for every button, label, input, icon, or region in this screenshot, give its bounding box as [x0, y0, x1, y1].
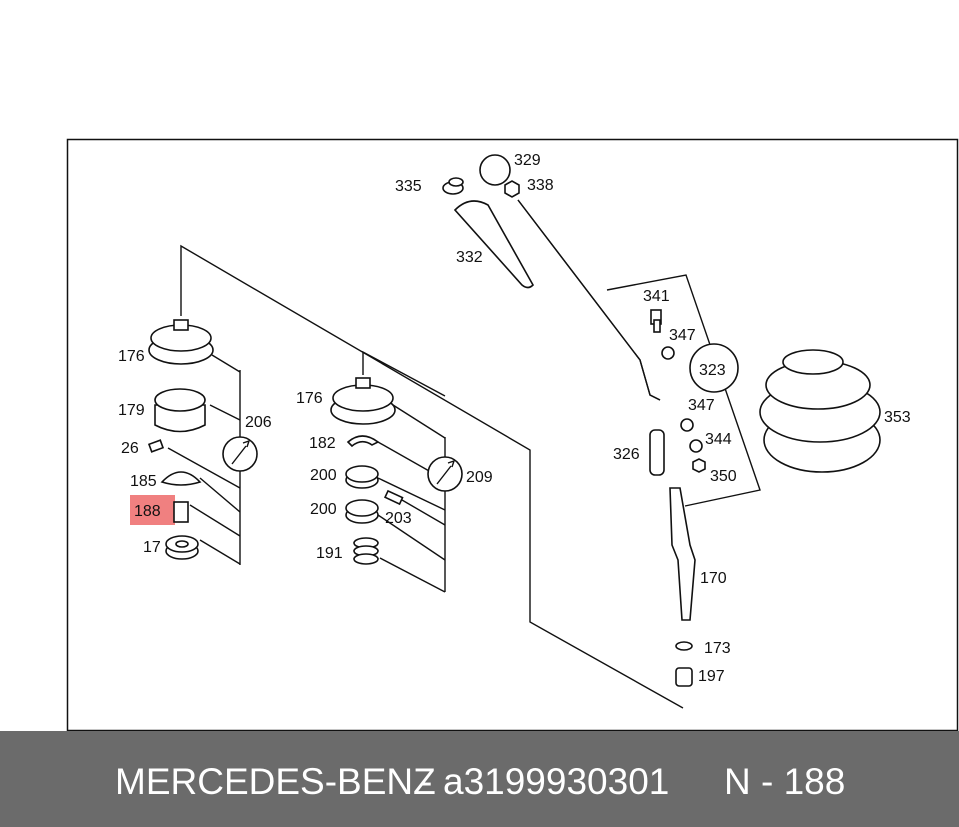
- highlight-box: [130, 495, 175, 525]
- part-info-footer: MERCEDES-BENZ - a3199930301 N - 188: [0, 731, 959, 827]
- ring-200b: [345, 499, 379, 524]
- callout-176: 176: [118, 348, 145, 365]
- bushing-323: [689, 343, 739, 393]
- callout-332: 332: [456, 249, 483, 266]
- clip-182: [346, 435, 380, 448]
- callout-173: 173: [704, 640, 731, 657]
- callout-353: 353: [884, 409, 911, 426]
- callout-350: 350: [710, 468, 737, 485]
- callout-200: 200: [310, 501, 337, 518]
- separator: -: [420, 761, 433, 802]
- bushing-197: [675, 667, 693, 687]
- callout-203: 203: [385, 510, 412, 527]
- callout-347: 347: [669, 327, 696, 344]
- callout-170: 170: [700, 570, 727, 587]
- callout-191: 191: [316, 545, 343, 562]
- brand-name: MERCEDES-BENZ: [115, 761, 436, 802]
- callout-329: 329: [514, 152, 541, 169]
- callout-176: 176: [296, 390, 323, 407]
- bushing-17: [165, 535, 199, 560]
- handle-332: [453, 200, 534, 289]
- boot-353: [759, 349, 881, 473]
- washer-173: [675, 641, 693, 651]
- callout-200: 200: [310, 467, 337, 484]
- reference-code: N - 188: [724, 761, 846, 802]
- callout-17: 17: [143, 539, 161, 556]
- cap-176a: [148, 319, 214, 365]
- callout-323: 323: [699, 362, 726, 379]
- callout-347: 347: [688, 397, 715, 414]
- pin-203: [383, 489, 404, 506]
- spring-188: [173, 501, 189, 523]
- spring-191: [353, 537, 379, 565]
- pin-26: [147, 439, 165, 453]
- cap-176b: [330, 377, 396, 425]
- callout-26: 26: [121, 440, 139, 457]
- callout-185: 185: [130, 473, 157, 490]
- shift-rod: [517, 199, 661, 401]
- washer-347b: [680, 418, 694, 432]
- leader-lines: [167, 244, 761, 709]
- callout-338: 338: [527, 177, 554, 194]
- bolt-341: [650, 309, 662, 333]
- lever-170: [669, 487, 696, 621]
- nut-338: [504, 180, 520, 198]
- cap-335: [442, 177, 464, 195]
- callout-206: 206: [245, 414, 272, 431]
- callout-197: 197: [698, 668, 725, 685]
- callout-344: 344: [705, 431, 732, 448]
- callout-179: 179: [118, 402, 145, 419]
- ring-200a: [345, 465, 379, 489]
- callout-341: 341: [643, 288, 670, 305]
- part-number: a3199930301: [443, 761, 670, 802]
- spring-344: [689, 439, 703, 453]
- sleeve-326: [649, 429, 665, 476]
- cone-185: [160, 471, 202, 486]
- wrench-icon: [222, 436, 258, 472]
- cup-179: [154, 388, 206, 433]
- knob-329: [479, 154, 511, 186]
- diagram-frame: [66, 138, 959, 731]
- callout-209: 209: [466, 469, 493, 486]
- washer-347a: [661, 346, 675, 360]
- callout-182: 182: [309, 435, 336, 452]
- nut-350: [692, 458, 706, 473]
- callout-326: 326: [613, 446, 640, 463]
- callout-188: 188: [134, 503, 161, 520]
- wrench-icon: [427, 456, 463, 492]
- parts-diagram: 329 335 338 332 341 347 323 347 344 350 …: [66, 138, 959, 731]
- callout-335: 335: [395, 178, 422, 195]
